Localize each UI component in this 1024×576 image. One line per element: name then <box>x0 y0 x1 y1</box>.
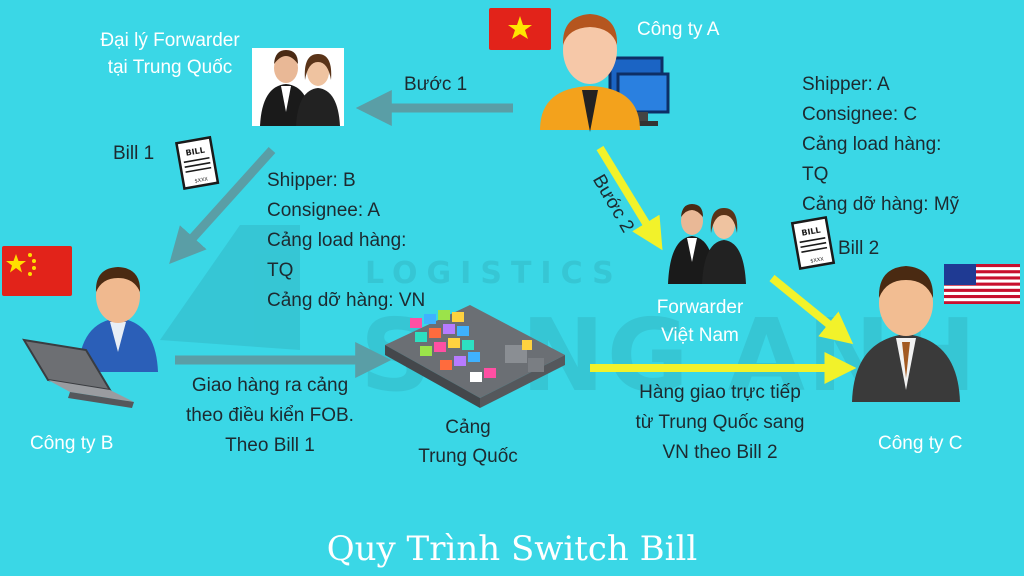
bill1-to-company-b-arrow <box>169 146 276 265</box>
bill1-detail-line: Cảng dỡ hàng: VN <box>267 290 426 311</box>
bill1-document-icon: BILL $XXX <box>174 135 220 191</box>
company-a-icon <box>540 14 670 132</box>
bill2-doc-title: BILL <box>801 226 822 238</box>
company-c-label: Công ty C <box>878 433 963 454</box>
bill2-doc-amount: $XXX <box>810 256 825 264</box>
bill2-to-company-c-arrow <box>769 274 854 345</box>
forwarder-china-label-line2: tại Trung Quốc <box>107 57 233 78</box>
port-icon <box>385 305 565 408</box>
diagram-title: Quy Trình Switch Bill <box>326 529 698 569</box>
watermark-line1: LOGISTICS <box>365 256 623 291</box>
port-label-line1: Cảng <box>445 417 491 438</box>
china-flag-icon <box>2 246 72 296</box>
flow-text-line: Giao hàng ra cảng <box>191 375 349 396</box>
company-c-icon <box>852 266 960 402</box>
bill2-label: Bill 2 <box>838 238 880 259</box>
bill2-document-icon: BILL $XXX <box>790 215 836 271</box>
port-to-c-description: Hàng giao trực tiếp từ Trung Quốc sang V… <box>605 378 835 468</box>
bill2-detail-line: Cảng load hàng: <box>802 134 942 155</box>
flow-text-line: từ Trung Quốc sang <box>635 412 805 433</box>
forwarder-vietnam-label-line2: Việt Nam <box>661 325 739 346</box>
company-a-label: Công ty A <box>637 19 720 40</box>
bill2-detail-line: TQ <box>802 164 829 185</box>
forwarder-china-icon <box>252 48 344 126</box>
bill2-details: Shipper: A Consignee: C Cảng load hàng: … <box>802 70 959 220</box>
forwarder-vietnam-label-line1: Forwarder <box>656 297 744 318</box>
bill1-detail-line: TQ <box>267 260 294 281</box>
usa-flag-icon <box>944 264 1020 304</box>
flow-text-line: Hàng giao trực tiếp <box>639 382 801 403</box>
company-b-label: Công ty B <box>30 433 114 454</box>
port-label-line2: Trung Quốc <box>418 446 518 467</box>
bill2-detail-line: Shipper: A <box>802 74 890 95</box>
forwarder-vietnam-icon <box>668 204 746 284</box>
forwarder-china-label-line1: Đại lý Forwarder <box>100 30 240 51</box>
flow-text-line: VN theo Bill 2 <box>662 442 778 463</box>
step2-arrow <box>596 145 663 251</box>
bill2-detail-line: Consignee: C <box>802 104 918 125</box>
bill1-doc-title: BILL <box>185 146 206 158</box>
bill1-detail-line: Shipper: B <box>267 170 356 191</box>
bill2-detail-line: Cảng dỡ hàng: Mỹ <box>802 194 960 215</box>
bill1-doc-amount: $XXX <box>194 176 209 184</box>
flow-text-line: theo điều kiển FOB. <box>186 405 354 426</box>
bill1-label: Bill 1 <box>113 143 155 164</box>
company-b-icon <box>22 267 158 408</box>
bill1-detail-line: Cảng load hàng: <box>267 230 407 251</box>
bill1-detail-line: Consignee: A <box>267 200 381 221</box>
step1-label: Bước 1 <box>404 74 468 95</box>
bill1-details: Shipper: B Consignee: A Cảng load hàng: … <box>267 166 425 316</box>
vietnam-flag-icon <box>489 8 551 50</box>
b-to-port-description: Giao hàng ra cảng theo điều kiển FOB. Th… <box>160 371 380 461</box>
flow-text-line: Theo Bill 1 <box>225 435 315 456</box>
